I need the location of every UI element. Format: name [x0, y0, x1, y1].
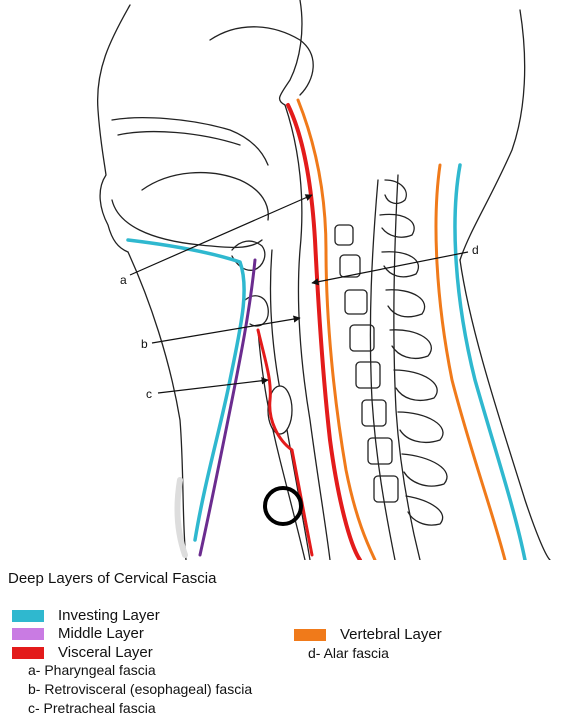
note-c: c- Pretracheal fascia — [28, 700, 156, 716]
swatch-middle — [12, 627, 44, 640]
legend-item-middle: Middle Layer — [12, 625, 144, 642]
sternum — [174, 477, 188, 558]
label-a: a — [120, 273, 127, 287]
mandible — [111, 199, 263, 249]
swatch-visceral — [12, 646, 44, 659]
legend-label-vertebral: Vertebral Layer — [340, 626, 442, 643]
legend-item-investing: Investing Layer — [12, 607, 160, 624]
trachea — [257, 329, 306, 560]
highlight-circle — [263, 486, 303, 526]
arrow-d — [311, 251, 469, 286]
thyroid-gland — [267, 385, 293, 435]
legend-label-middle: Middle Layer — [58, 625, 144, 642]
investing-layer-posterior — [453, 163, 527, 560]
sphenoid — [209, 26, 314, 96]
back-of-skull — [459, 9, 526, 261]
legend-item-vertebral: Vertebral Layer — [294, 626, 442, 643]
posterior-neck-skin — [459, 259, 551, 560]
legend-label-investing: Investing Layer — [58, 607, 160, 624]
larynx-cartilage — [244, 295, 269, 327]
spinal-canal-back — [393, 174, 421, 560]
visceral-layer-pretracheal — [256, 328, 314, 557]
middle-layer — [198, 258, 257, 557]
vertebral-layer-posterior — [434, 163, 507, 560]
oral-cavity — [141, 172, 269, 221]
spinal-canal-front — [369, 179, 396, 560]
swatch-investing — [12, 609, 44, 622]
swatch-vertebral — [294, 628, 326, 641]
nasal-cavity — [111, 117, 269, 166]
arrow-a — [129, 194, 313, 276]
neck-cross-section-diagram — [96, 0, 551, 560]
legend-label-visceral: Visceral Layer — [58, 644, 153, 661]
note-a: a- Pharyngeal fascia — [28, 662, 156, 678]
skull-outline — [96, 4, 131, 253]
arrow-b — [151, 315, 301, 344]
legend-title: Deep Layers of Cervical Fascia — [8, 570, 217, 587]
legend-item-visceral: Visceral Layer — [12, 644, 153, 661]
note-d: d- Alar fascia — [308, 645, 389, 661]
visceral-layer-pharyngeal — [286, 103, 362, 560]
note-b: b- Retrovisceral (esophageal) fascia — [28, 681, 253, 697]
palate-upper — [117, 130, 241, 146]
pharynx-wall — [284, 104, 331, 560]
label-d: d — [472, 243, 479, 257]
anterior-neck-skin — [127, 251, 187, 560]
spinous-processes — [379, 179, 448, 526]
label-b: b — [141, 337, 148, 351]
investing-layer-anterior — [126, 238, 246, 542]
label-c: c — [146, 387, 152, 401]
vertebral-layer-anterior — [296, 98, 377, 560]
hyoid-region — [231, 240, 266, 271]
cranial-base — [278, 0, 303, 106]
arrow-c — [157, 377, 269, 394]
